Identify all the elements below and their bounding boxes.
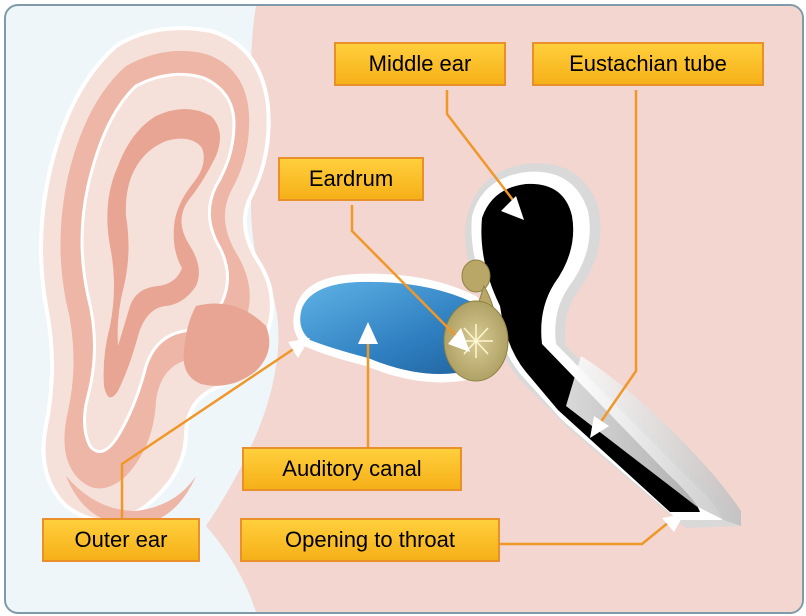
label-outer-ear: Outer ear <box>42 518 200 562</box>
arrowheads <box>288 196 684 532</box>
middle-ear-cavity-shape <box>465 163 741 529</box>
arrowhead-middle-ear <box>501 196 524 220</box>
label-opening-to-throat: Opening to throat <box>240 518 500 562</box>
label-auditory-canal: Auditory canal <box>242 447 462 491</box>
diagram-frame: Middle ear Eustachian tube Eardrum Audit… <box>4 4 804 614</box>
label-eustachian-tube: Eustachian tube <box>532 42 764 86</box>
arrowhead-eustachian-tube <box>590 416 609 438</box>
leader-lines <box>120 90 675 546</box>
arrowhead-opening-to-throat <box>662 514 684 532</box>
leader-outer-ear <box>120 342 302 522</box>
arrowhead-auditory-canal <box>358 322 378 344</box>
outer-ear-shape <box>39 26 274 523</box>
label-middle-ear: Middle ear <box>334 42 506 86</box>
label-eardrum: Eardrum <box>278 157 424 201</box>
leader-eardrum <box>350 205 457 337</box>
leader-eustachian-tube <box>596 90 638 427</box>
eardrum-shape <box>443 259 509 382</box>
leader-middle-ear <box>445 90 517 205</box>
ear-lobe <box>66 476 196 526</box>
leader-opening-to-throat <box>500 517 675 546</box>
arrowhead-eardrum <box>448 328 470 352</box>
arrowhead-outer-ear <box>288 338 310 358</box>
